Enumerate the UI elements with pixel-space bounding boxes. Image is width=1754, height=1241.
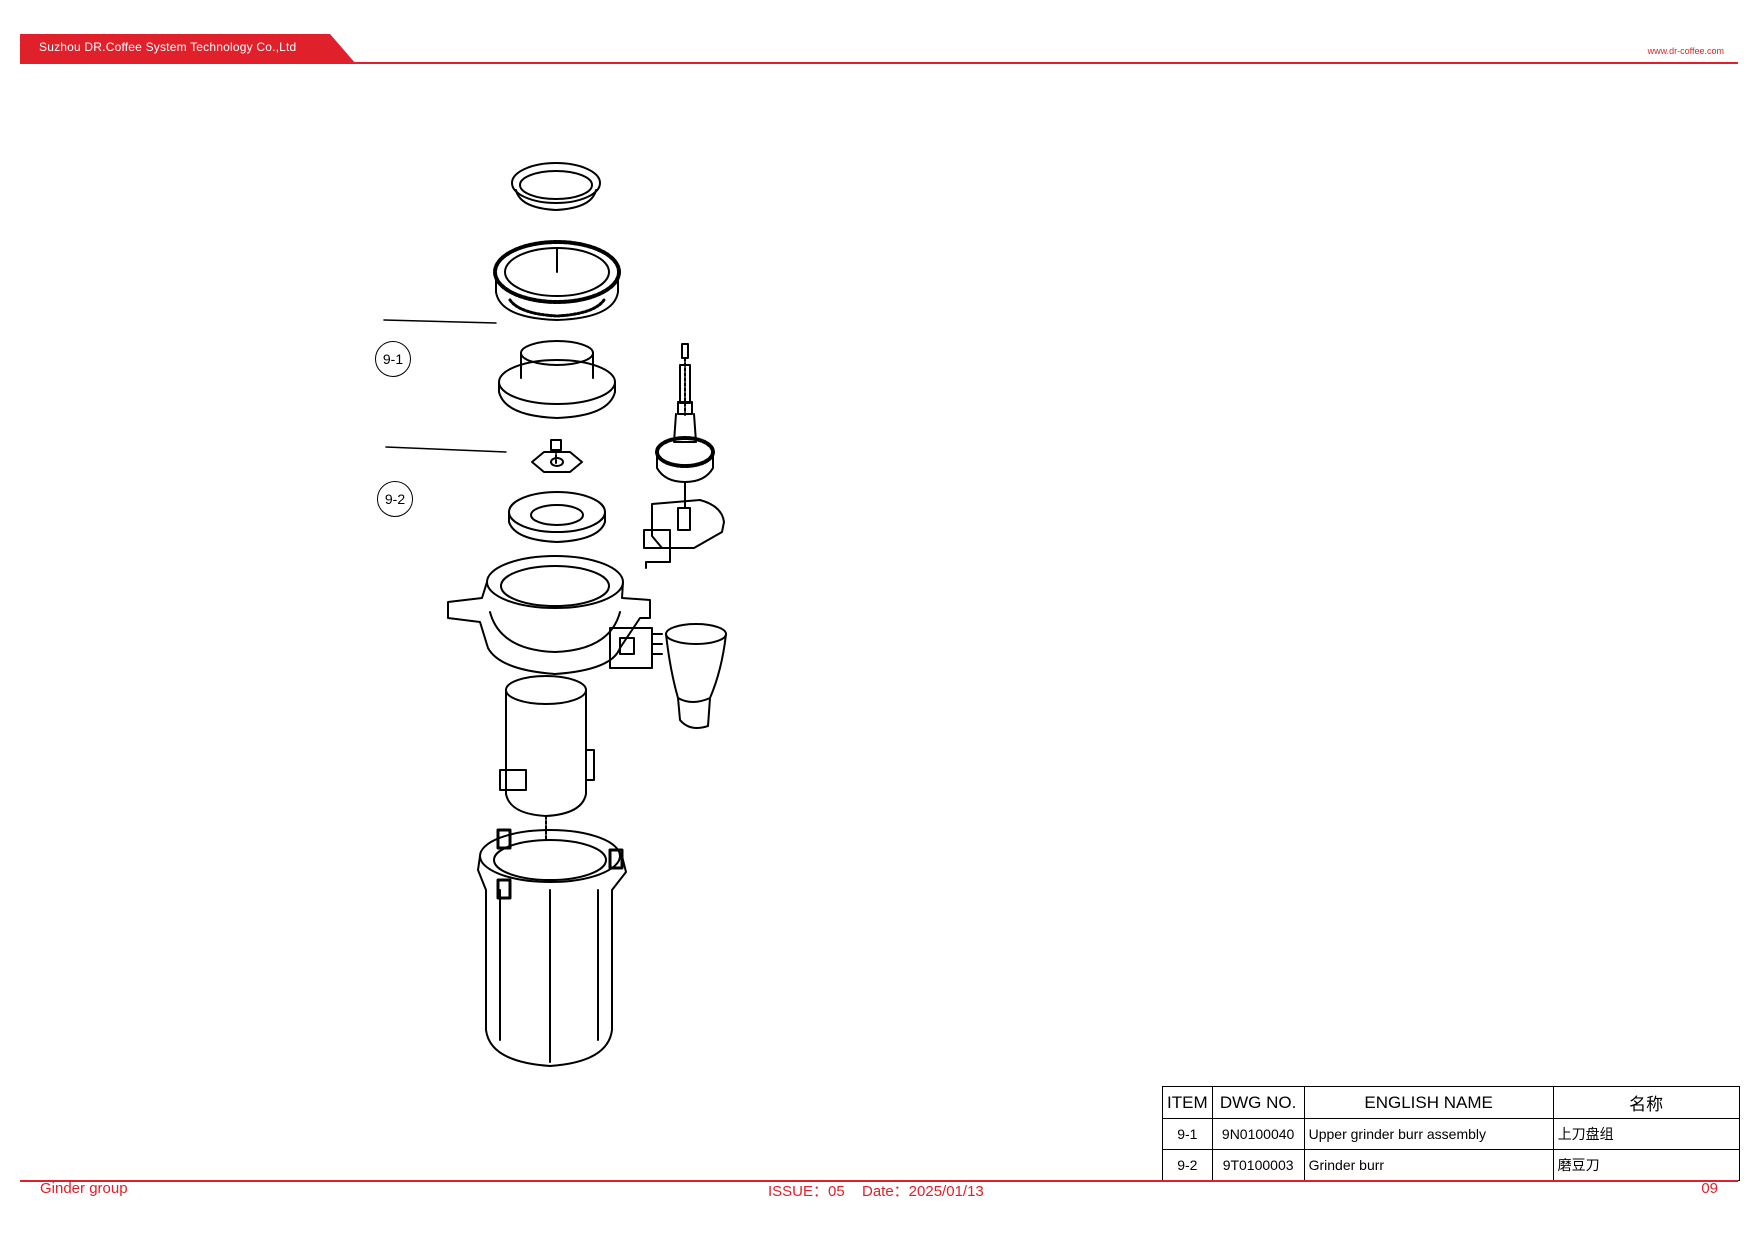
issue-number: ISSUE：05 xyxy=(768,1183,845,1200)
section-title: Ginder group xyxy=(40,1180,128,1197)
table-row: 9-2 9T0100003 Grinder burr 磨豆刀 xyxy=(1162,1149,1740,1181)
grinder-housing xyxy=(447,555,663,675)
cell-dwg-no: 9N0100040 xyxy=(1211,1118,1305,1150)
header-english-name: ENGLISH NAME xyxy=(1303,1086,1554,1119)
cell-item: 9-2 xyxy=(1162,1149,1213,1181)
table-row: 9-1 9N0100040 Upper grinder burr assembl… xyxy=(1162,1118,1740,1150)
leader-line-9-1 xyxy=(383,319,497,324)
header-rule xyxy=(20,62,1738,64)
gear-bracket xyxy=(643,499,725,569)
table-header-row: ITEM DWG NO. ENGLISH NAME 名称 xyxy=(1162,1086,1740,1119)
header-item: ITEM xyxy=(1162,1086,1213,1119)
upper-burr-carrier xyxy=(498,340,616,419)
parts-table: ITEM DWG NO. ENGLISH NAME 名称 9-1 9N01000… xyxy=(1162,1086,1740,1181)
page-number: 09 xyxy=(1701,1180,1718,1197)
cell-chinese-name: 磨豆刀 xyxy=(1552,1149,1740,1181)
issue-date: Date：2025/01/13 xyxy=(862,1183,984,1200)
lower-housing xyxy=(477,828,627,1067)
burr-nut xyxy=(531,451,583,473)
cell-dwg-no: 9T0100003 xyxy=(1211,1149,1305,1181)
footer-rule xyxy=(20,1180,1738,1182)
top-seal-ring xyxy=(511,162,601,211)
header-dwg-no: DWG NO. xyxy=(1211,1086,1305,1119)
header-chinese-name: 名称 xyxy=(1552,1086,1740,1119)
header-red-tab xyxy=(20,34,356,64)
callout-9-1: 9-1 xyxy=(375,341,411,377)
cell-english-name: Upper grinder burr assembly xyxy=(1303,1118,1554,1150)
grinder-burr xyxy=(508,491,606,543)
leader-line-9-2 xyxy=(385,446,507,453)
website-link[interactable]: www.dr-coffee.com xyxy=(1647,46,1724,56)
callout-9-2: 9-2 xyxy=(377,481,413,517)
drive-shaft-gear xyxy=(655,343,715,509)
cell-chinese-name: 上刀盘组 xyxy=(1552,1118,1740,1150)
header-band xyxy=(20,34,356,64)
company-name: Suzhou DR.Coffee System Technology Co.,L… xyxy=(39,40,297,54)
adjust-gear-ring xyxy=(493,240,621,321)
cell-english-name: Grinder burr xyxy=(1303,1149,1554,1181)
grinder-motor xyxy=(499,675,595,841)
coffee-chute xyxy=(665,623,727,729)
cell-item: 9-1 xyxy=(1162,1118,1213,1150)
exploded-view-drawing xyxy=(383,162,727,1067)
